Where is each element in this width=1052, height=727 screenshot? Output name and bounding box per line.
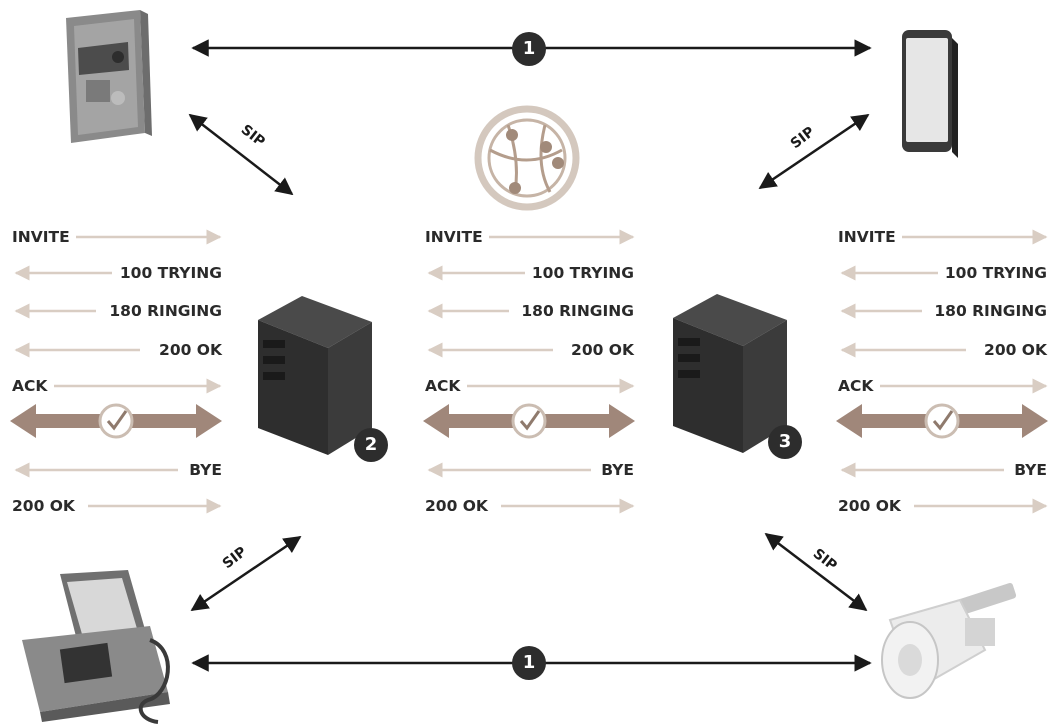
smartphone-icon	[902, 30, 958, 158]
badge-3: 3	[768, 425, 802, 459]
flow-ok-label: 200 OK	[984, 341, 1047, 359]
sip-arrow-desk	[190, 535, 302, 612]
flow-bye-label: BYE	[1014, 461, 1047, 479]
flow-ringing-label: 180 RINGING	[109, 302, 222, 320]
flow-ringing-label: 180 RINGING	[934, 302, 1047, 320]
flow-trying-label: 100 TRYING	[531, 264, 634, 282]
flow-ack-label: ACK	[12, 377, 48, 395]
check-mark	[106, 410, 128, 431]
sip-arrow-horn	[764, 532, 868, 612]
badge-1-top: 1	[512, 32, 546, 66]
check-icon	[511, 403, 547, 439]
check-icon	[924, 403, 960, 439]
flow-ringing-label: 180 RINGING	[521, 302, 634, 320]
flow-ack-label: ACK	[425, 377, 461, 395]
flow-invite-label: INVITE	[838, 228, 896, 246]
server-icon	[673, 294, 787, 453]
flow-invite-label: INVITE	[425, 228, 483, 246]
flow-bye-label: BYE	[601, 461, 634, 479]
flow-ok-final-label: 200 OK	[12, 497, 75, 515]
sip-arrow-phone	[758, 113, 870, 190]
door-station-icon	[66, 10, 152, 143]
check-mark	[519, 410, 541, 431]
flow-bye-label: BYE	[189, 461, 222, 479]
badge-2: 2	[354, 428, 388, 462]
flow-trying-label: 100 TRYING	[119, 264, 222, 282]
network-globe-icon	[474, 105, 580, 211]
check-icon	[98, 403, 134, 439]
horn-speaker-icon	[881, 582, 1017, 699]
flow-ok-final-label: 200 OK	[838, 497, 901, 515]
flow-trying-label: 100 TRYING	[944, 264, 1047, 282]
server-icon	[258, 296, 372, 455]
flow-ok-final-label: 200 OK	[425, 497, 488, 515]
flow-ok-label: 200 OK	[159, 341, 222, 359]
sip-arrow-door	[188, 113, 294, 196]
flow-invite-label: INVITE	[12, 228, 70, 246]
flow-ok-label: 200 OK	[571, 341, 634, 359]
badge-1-bottom: 1	[512, 646, 546, 680]
flow-ack-label: ACK	[838, 377, 874, 395]
check-mark	[932, 410, 954, 431]
desk-phone-icon	[22, 570, 170, 724]
